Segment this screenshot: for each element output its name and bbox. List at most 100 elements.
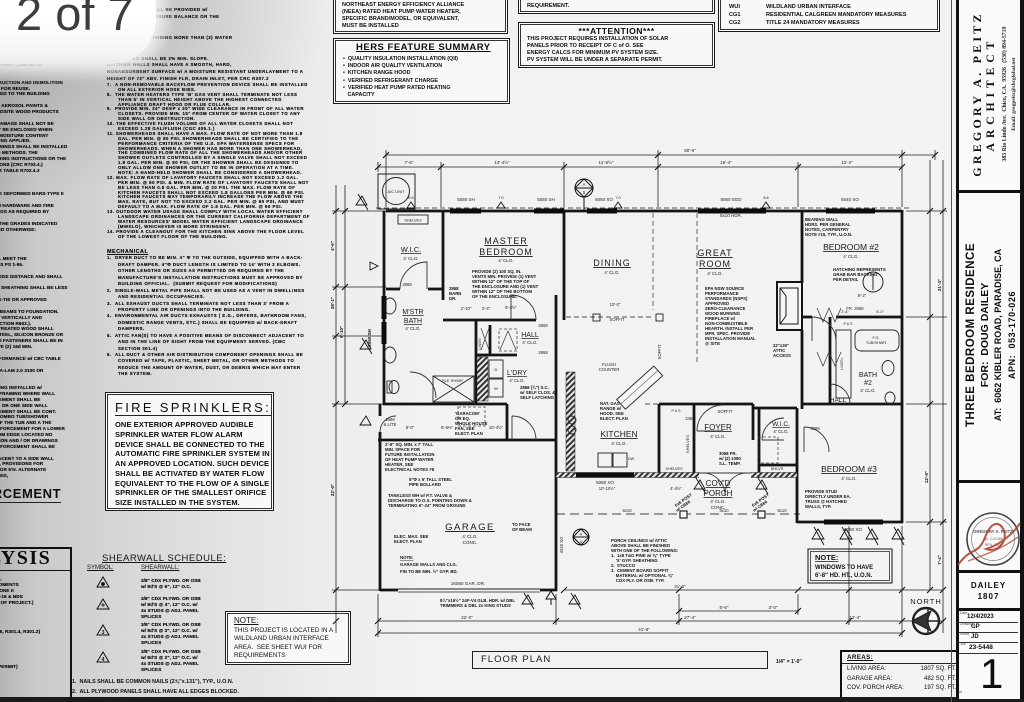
svg-text:6'-8" HD. HT., U.O.N.: 6'-8" HD. HT., U.O.N. [815,573,873,579]
svg-text:RANGE w/: RANGE w/ [600,406,622,411]
svg-text:4' CLG.: 4' CLG. [710,499,725,504]
svg-text:FOYER: FOYER [704,423,732,432]
svg-text:MFR. SPEC. PROVIDE: MFR. SPEC. PROVIDE [705,331,750,336]
svg-text:@ SITE: @ SITE [705,341,720,346]
svg-text:DIRECTLY UNDER EA.: DIRECTLY UNDER EA. [805,494,851,499]
svg-text:8.8: 8.8 [763,196,768,200]
svg-text:LINEN: LINEN [839,358,844,370]
svg-text:THE ENCLOSURE AND (1) VENT: THE ENCLOSURE AND (1) VENT [472,284,539,289]
svg-text:4040 XO: 4040 XO [559,536,564,553]
svg-text:4'-6": 4'-6" [330,241,335,251]
svg-text:HATCHING REPRESENTS: HATCHING REPRESENTS [833,267,886,272]
svg-text:5050 SH: 5050 SH [537,197,555,202]
svg-text:OF THE ENCLOSURE.: OF THE ENCLOSURE. [472,294,517,299]
svg-text:ELECT. PLAN: ELECT. PLAN [394,539,422,544]
svg-text:CONC.: CONC. [711,505,726,510]
svg-text:28'-1": 28'-1" [330,297,335,309]
svg-text:27'-4": 27'-4" [684,615,696,620]
svg-text:FLUSH: FLUSH [602,362,616,367]
svg-text:PROVIDE (2) 100 SQ. IN.: PROVIDE (2) 100 SQ. IN. [472,269,521,274]
svg-text:3'-0": 3'-0" [769,605,778,610]
svg-text:DR.: DR. [449,296,456,301]
svg-text:4' CLG.: 4' CLG. [604,270,619,275]
svg-text:7.0: 7.0 [615,196,620,200]
svg-text:2'-4": 2'-4" [482,306,491,311]
svg-text:P & S: P & S [671,409,681,413]
svg-text:NON-COMBUSTIBLE: NON-COMBUSTIBLE [705,321,748,326]
svg-text:5: 5 [583,190,586,195]
svg-text:PROVIDE STUD: PROVIDE STUD [805,489,837,494]
svg-text:4' CLG.: 4' CLG. [522,340,537,345]
svg-text:ACCESS: ACCESS [773,353,791,358]
svg-text:ATTIC: ATTIC [773,348,785,353]
svg-text:SHELVES: SHELVES [685,435,690,453]
svg-text:FIN TO BE MIN. ½" GYP. BD.: FIN TO BE MIN. ½" GYP. BD. [400,569,458,574]
svg-text:TUB/SHWR: TUB/SHWR [866,341,887,345]
svg-text:TO FACE: TO FACE [512,522,531,527]
svg-text:22"x30": 22"x30" [773,343,789,348]
svg-text:MASTER: MASTER [484,236,528,246]
svg-text:3. CEMENT BOARD SOFFIT: 3. CEMENT BOARD SOFFIT [611,568,669,573]
svg-text:BATH: BATH [859,372,877,379]
svg-text:8'-3½": 8'-3½" [505,305,517,310]
svg-text:PIPE BOLLARD: PIPE BOLLARD [409,482,441,487]
svg-text:8¼"x16½" 24F-V4 GLB. HDR. w/ D: 8¼"x16½" 24F-V4 GLB. HDR. w/ DBL [440,598,515,603]
svg-text:CONC.: CONC. [463,540,478,545]
svg-text:SHELVES: SHELVES [404,219,422,223]
svg-text:WHOLE HOUSE: WHOLE HOUSE [455,421,488,426]
svg-text:NOTE #15, TYP., U.O.N.: NOTE #15, TYP., U.O.N. [805,232,852,237]
svg-text:2868: 2868 [385,417,395,422]
svg-text:OR EQ.: OR EQ. [455,416,470,421]
svg-text:2868: 2868 [538,323,548,328]
svg-text:VENTS MIN. PROVIDE (1) VENT: VENTS MIN. PROVIDE (1) VENT [472,274,537,279]
svg-text:4' CLG.: 4' CLG. [405,326,420,331]
svg-text:11'-5½": 11'-5½" [599,159,614,165]
svg-text:WITHIN 12" OF THE BOTTOM: WITHIN 12" OF THE BOTTOM [472,289,532,294]
svg-text:5: 5 [580,539,583,544]
svg-text:31'-6": 31'-6" [674,584,686,589]
svg-text:6050 XO: 6050 XO [844,527,862,532]
svg-text:4' CLG.: 4' CLG. [611,441,626,446]
svg-text:2868: 2868 [449,286,459,291]
svg-text:4' CLG.: 4' CLG. [841,476,856,481]
svg-text:4' CLG.: 4' CLG. [843,254,858,259]
svg-text:NOTE:: NOTE: [400,555,414,560]
svg-text:10'-4½": 10'-4½" [489,425,504,430]
svg-text:NOTES, CARPENTRY: NOTES, CARPENTRY [805,227,849,232]
svg-text:5080 XO: 5080 XO [596,480,614,485]
svg-text:ELECTRICAL NOTES #8: ELECTRICAL NOTES #8 [385,467,435,472]
svg-text:2468: 2468 [685,416,695,421]
svg-text:21'-4": 21'-4" [937,279,942,291]
svg-text:4' CLG.: 4' CLG. [707,271,722,276]
svg-text:GREAT: GREAT [697,248,732,258]
svg-text:P & S: P & S [843,322,853,326]
svg-text:& LITE: & LITE [384,422,397,427]
svg-text:14'-4½": 14'-4½" [494,159,510,165]
svg-text:2'-4": 2'-4" [841,310,849,314]
svg-text:4' CLG.: 4' CLG. [710,434,725,439]
svg-text:F.G.: F.G. [873,336,880,340]
svg-text:GRAB BAR BACKING: GRAB BAR BACKING [833,272,878,277]
svg-text:4: 4 [102,657,105,663]
svg-text:6040 XO: 6040 XO [841,197,859,202]
svg-text:FUTURE INSTALLATION: FUTURE INSTALLATION [385,452,435,457]
svg-text:NORTH: NORTH [910,597,942,606]
svg-text:A: A [582,182,585,187]
svg-text:SHELVES: SHELVES [665,467,683,471]
svg-text:1. 1x8 T&G PINE w/ ⅝" TYPE: 1. 1x8 T&G PINE w/ ⅝" TYPE [611,553,671,558]
svg-text:6x10: 6x10 [622,508,632,513]
svg-text:8'-6⅓": 8'-6⅓" [441,425,453,430]
svg-text:3068: 3068 [810,426,820,431]
svg-text:'X' GYP. SHEATHING: 'X' GYP. SHEATHING [611,558,658,563]
svg-text:SHLVS: SHLVS [771,466,784,471]
svg-text:7'-6": 7'-6" [405,160,414,165]
svg-text:10'-0": 10'-0" [610,302,621,307]
svg-text:PERFORMANCE: PERFORMANCE [705,291,739,296]
svg-text:2868 (¾") S.C.: 2868 (¾") S.C. [520,385,549,390]
svg-text:ELECT. PLAN: ELECT. PLAN [455,431,483,436]
svg-text:No. C21268: No. C21268 [983,537,1002,541]
svg-text:TANKLESS WH w/ P.T. VALVE &: TANKLESS WH w/ P.T. VALVE & [388,493,452,498]
svg-text:WALLS, TYP.: WALLS, TYP. [805,504,831,509]
svg-text:OF HEAT PUMP WATER: OF HEAT PUMP WATER [385,457,434,462]
svg-text:MIN. SPACE FOR: MIN. SPACE FOR [385,447,421,452]
